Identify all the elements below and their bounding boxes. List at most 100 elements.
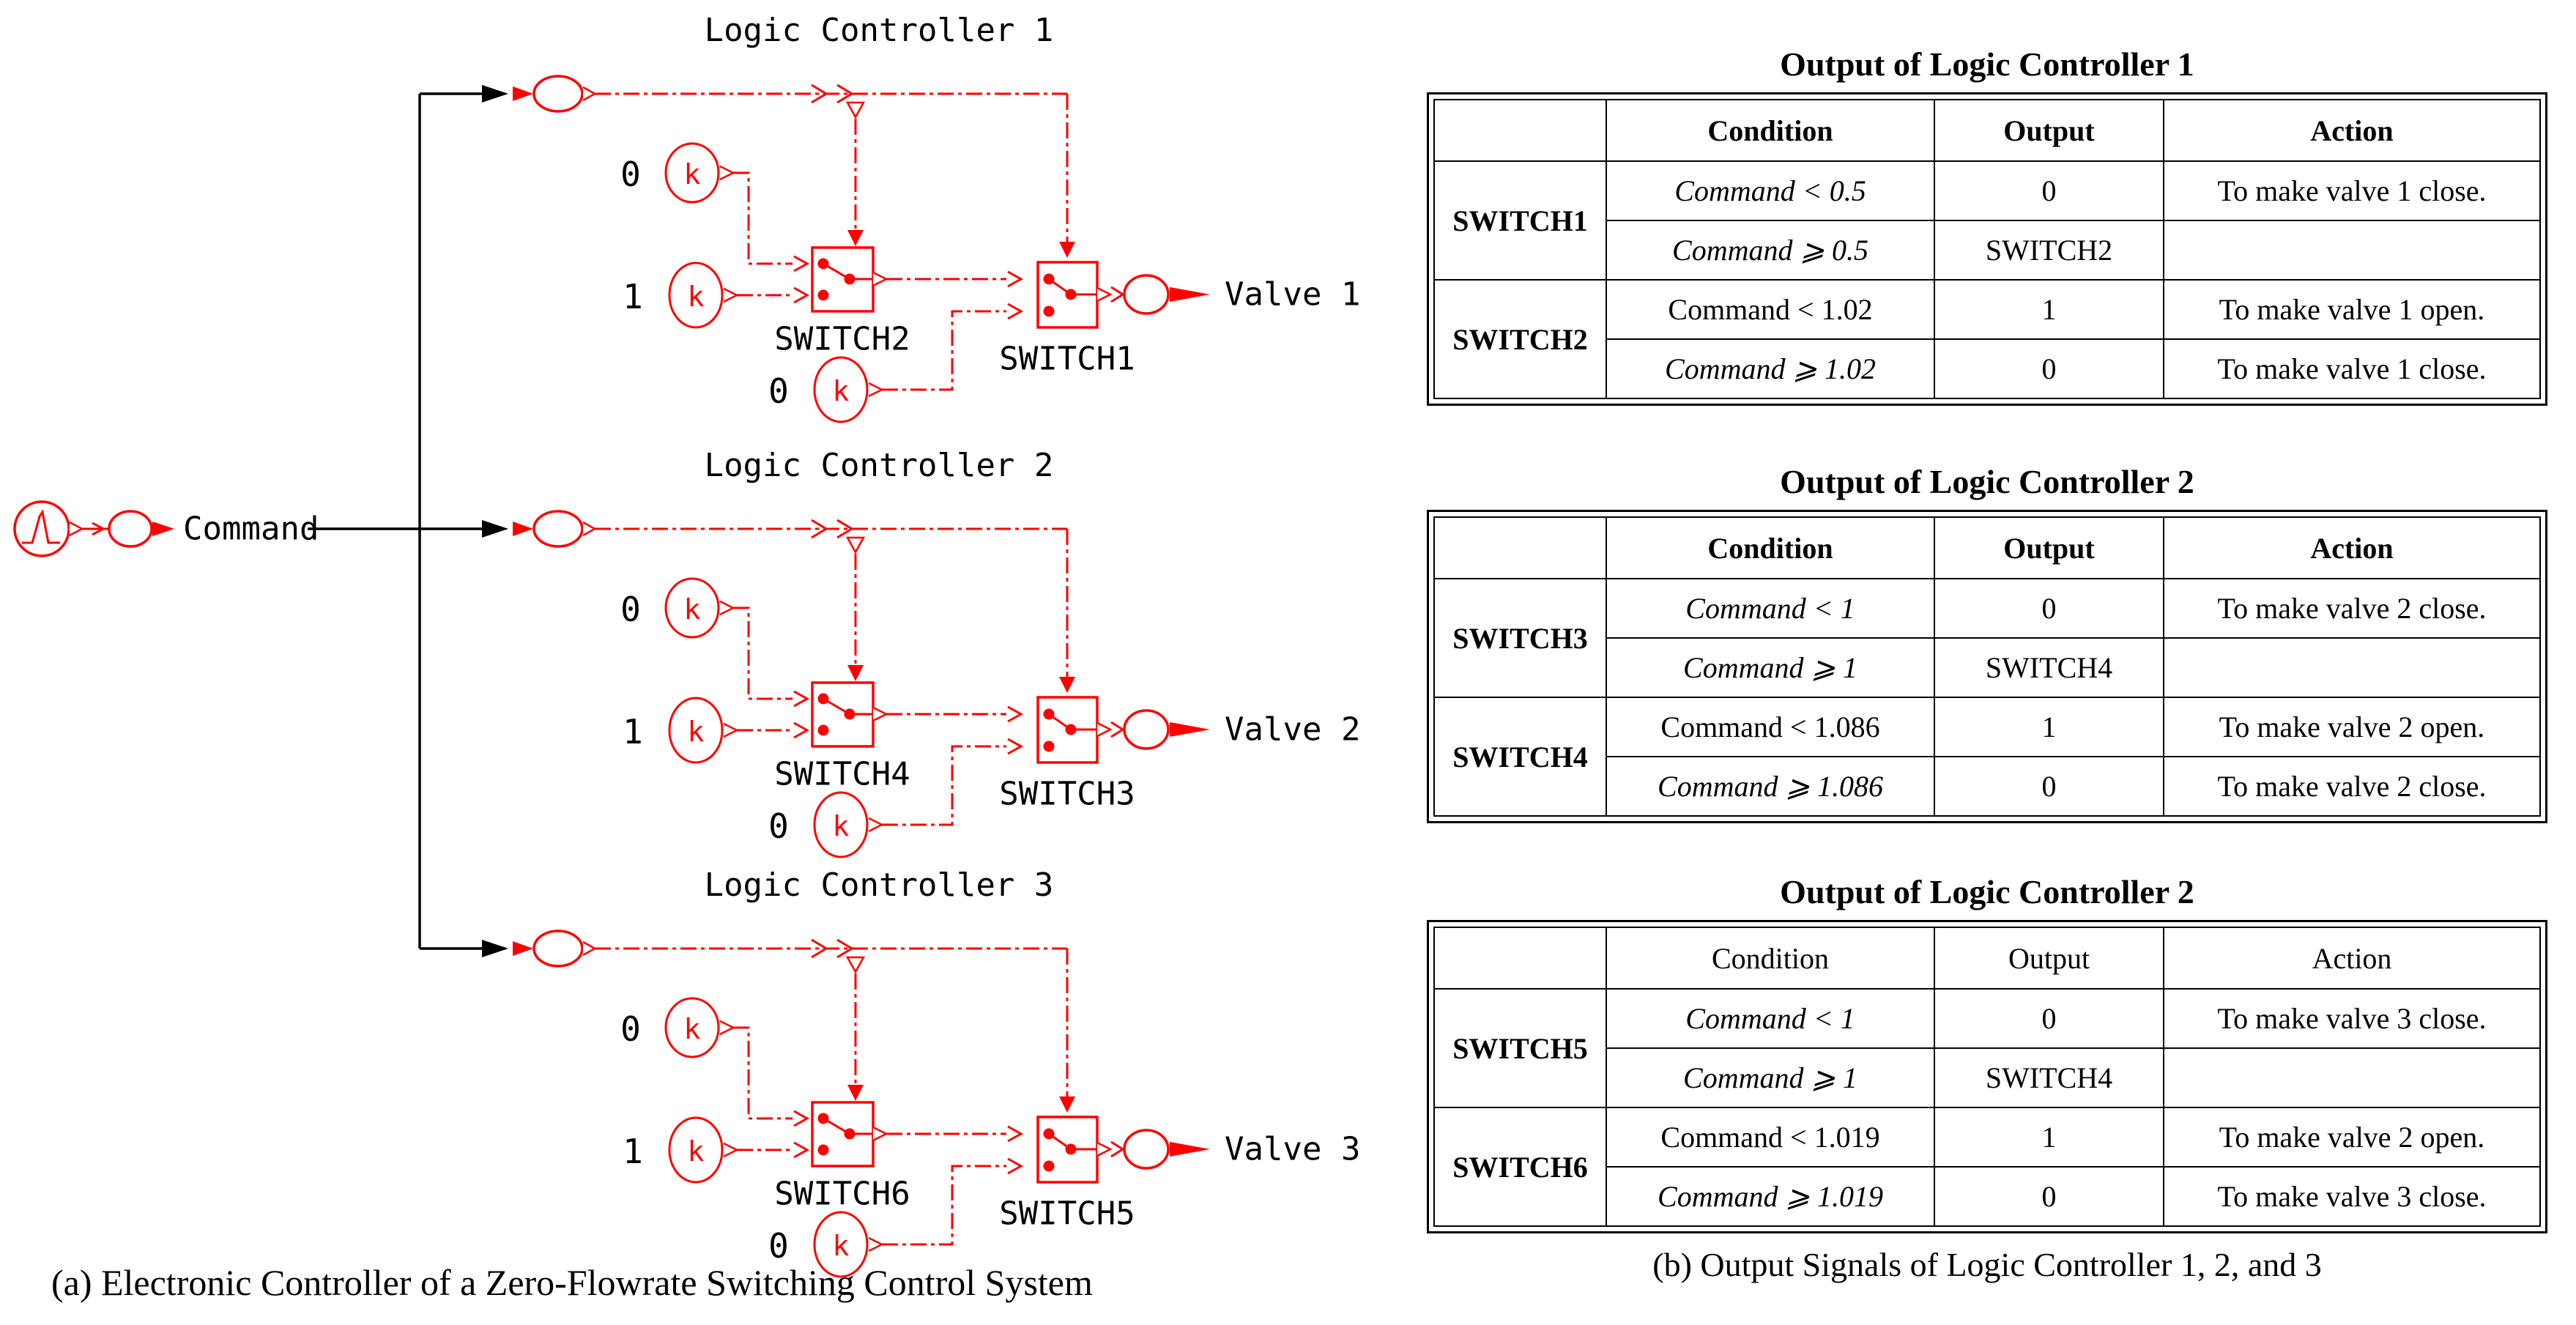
condition-cell: Command ⩾ 1 xyxy=(1606,637,1935,698)
header-output: Output xyxy=(1934,927,2164,990)
output-cell: SWITCH4 xyxy=(1934,637,2164,698)
header-empty xyxy=(1433,927,1607,990)
table-title: Output of Logic Controller 2 xyxy=(1780,873,2194,910)
constant-value: 1 xyxy=(623,712,643,751)
command-port-icon xyxy=(108,510,153,548)
action-cell xyxy=(2163,1047,2541,1108)
k-label: k xyxy=(688,1135,705,1168)
arrow-icon xyxy=(152,522,174,536)
table-outer-border: Condition Output Action SWITCH5 Command … xyxy=(1427,920,2547,1233)
condition-cell: Command < 1.086 xyxy=(1606,697,1935,757)
action-cell: To make valve 3 close. xyxy=(2163,988,2541,1049)
valve-label: Valve 2 xyxy=(1225,711,1360,749)
k-label: k xyxy=(833,1230,850,1262)
action-cell: To make valve 2 close. xyxy=(2163,578,2541,639)
header-action: Action xyxy=(2163,516,2541,579)
switch-cell: SWITCH4 xyxy=(1433,697,1607,817)
switch-cell: SWITCH3 xyxy=(1433,578,1607,698)
condition-cell: Command ⩾ 1 xyxy=(1606,1047,1935,1108)
command-label: Command xyxy=(183,511,319,548)
condition-cell: Command ⩾ 1.019 xyxy=(1606,1166,1935,1227)
k-label: k xyxy=(688,716,705,748)
header-output: Output xyxy=(1934,516,2164,579)
header-empty xyxy=(1433,516,1607,579)
condition-cell: Command < 1 xyxy=(1606,988,1935,1049)
output-cell: 0 xyxy=(1934,756,2164,817)
output-table-3: Condition Output Action SWITCH5 Command … xyxy=(1433,927,2541,1227)
signal-source-icon xyxy=(13,500,70,557)
caption-a: (a) Electronic Controller of a Zero-Flow… xyxy=(51,1262,1093,1303)
constant-value: 1 xyxy=(623,1132,643,1171)
switch-label: SWITCH4 xyxy=(774,756,910,793)
condition-cell: Command ⩾ 0.5 xyxy=(1606,220,1935,281)
k-label: k xyxy=(688,281,705,313)
condition-cell: Command ⩾ 1.086 xyxy=(1606,756,1935,817)
k-label: k xyxy=(684,593,701,626)
constant-value: 0 xyxy=(620,155,641,194)
output-cell: 0 xyxy=(1934,578,2164,639)
output-cell: SWITCH4 xyxy=(1934,1047,2164,1108)
caption-b: (b) Output Signals of Logic Controller 1… xyxy=(1652,1246,2322,1283)
table-header-row: Condition Output Action xyxy=(1433,927,2541,990)
switch-cell: SWITCH5 xyxy=(1433,988,1607,1108)
table-row: Command ⩾ 0.5 SWITCH2 xyxy=(1434,220,2541,281)
flow-arrow-icon xyxy=(92,522,106,536)
action-cell xyxy=(2163,637,2541,698)
switch-label: SWITCH5 xyxy=(999,1195,1135,1233)
logic-controller-3: Logic Controller 3 0 1 0 k k k SWITCH6 S… xyxy=(480,866,1360,1278)
output-table-2: Condition Output Action SWITCH3 Command … xyxy=(1433,516,2541,817)
condition-cell: Command ⩾ 1.02 xyxy=(1606,338,1935,399)
constant-value: 1 xyxy=(623,277,643,316)
constant-value: 0 xyxy=(620,1009,641,1049)
k-label: k xyxy=(684,158,701,190)
constant-value: 0 xyxy=(768,371,789,411)
controller-diagram: Command Logic Controller 1 0 1 0 k k k S… xyxy=(13,12,1360,1278)
constant-value: 0 xyxy=(768,806,789,846)
table-title: Output of Logic Controller 1 xyxy=(1780,45,2194,83)
table-header-row: Condition Output Action xyxy=(1433,99,2541,162)
switch-label: SWITCH3 xyxy=(999,776,1135,813)
action-cell: To make valve 1 close. xyxy=(2163,338,2541,399)
action-cell xyxy=(2163,220,2541,281)
valve-label: Valve 3 xyxy=(1225,1131,1360,1168)
table-row: SWITCH5 Command < 1 0 To make valve 3 cl… xyxy=(1433,988,2541,1108)
header-empty xyxy=(1433,99,1607,162)
output-cell: 0 xyxy=(1934,988,2164,1049)
switch-cell: SWITCH6 xyxy=(1433,1107,1607,1227)
table-outer-border: Condition Output Action SWITCH3 Command … xyxy=(1427,510,2547,823)
table-title: Output of Logic Controller 2 xyxy=(1780,463,2194,500)
output-cell: 1 xyxy=(1934,1107,2164,1168)
table-block-3: Output of Logic Controller 2 Condition O… xyxy=(1427,870,2547,1233)
constant-value: 0 xyxy=(620,590,641,629)
table-header-row: Condition Output Action xyxy=(1433,516,2541,579)
controller-title: Logic Controller 1 xyxy=(705,12,1054,49)
controller-title: Logic Controller 2 xyxy=(705,447,1054,484)
condition-cell: Command < 1.019 xyxy=(1606,1107,1935,1168)
k-label: k xyxy=(833,375,850,407)
condition-cell: Command < 0.5 xyxy=(1606,160,1935,221)
table-outer-border: Condition Output Action SWITCH1 Command … xyxy=(1427,92,2547,406)
output-cell: 0 xyxy=(1934,160,2164,221)
output-cell: 0 xyxy=(1934,338,2164,399)
switch-label: SWITCH2 xyxy=(774,321,910,358)
constant-value: 0 xyxy=(768,1226,789,1266)
command-source: Command xyxy=(13,92,483,950)
logic-controller-1: Logic Controller 1 0 1 0 k k k SWITCH2 S… xyxy=(480,12,1360,423)
action-cell: To make valve 1 open. xyxy=(2163,279,2541,340)
output-table-1: Condition Output Action SWITCH1 Command … xyxy=(1433,99,2541,399)
condition-cell: Command < 1 xyxy=(1606,578,1935,639)
switch-label: SWITCH6 xyxy=(774,1176,910,1213)
output-cell: 0 xyxy=(1934,1166,2164,1227)
switch-label: SWITCH1 xyxy=(999,341,1135,378)
table-row: Command ⩾ 1.019 0 To make valve 3 close. xyxy=(1434,1166,2541,1227)
table-block-2: Output of Logic Controller 2 Condition O… xyxy=(1427,460,2547,823)
table-row: Command ⩾ 1.086 0 To make valve 2 close. xyxy=(1434,756,2541,817)
action-cell: To make valve 2 open. xyxy=(2163,697,2541,757)
switch-cell: SWITCH2 xyxy=(1433,279,1607,399)
header-condition: Condition xyxy=(1606,516,1935,579)
waveform-icon xyxy=(22,509,60,544)
table-row: Command ⩾ 1 SWITCH4 xyxy=(1434,1047,2541,1108)
valve-label: Valve 1 xyxy=(1225,276,1360,313)
action-cell: To make valve 1 close. xyxy=(2163,160,2541,221)
